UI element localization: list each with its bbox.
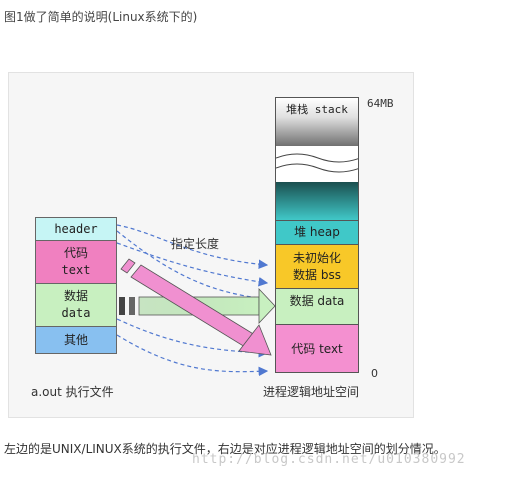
dashed-arrow-other [116,334,269,377]
dashed-arrow-header-2 [116,230,269,303]
aout-code-label: 代码 [63,246,88,260]
watermark: http://blog.csdn.net/u010380992 [192,452,466,467]
stack-gap-wave [276,153,358,173]
aout-data-en-label: data [61,306,91,320]
aout-data-cn-label: 数据 [63,289,88,303]
aout-header-label: header [54,221,98,236]
aout-other-block: 其他 [35,326,117,354]
text-label: 代码 text [291,342,343,356]
data-label: 数据 data [289,294,345,308]
bss-label-2: 数据 bss [293,267,341,282]
text-block: 代码 text [276,324,358,372]
caption-bottom: 左边的是UNIX/LINUX系统的执行文件，右边是对应进程逻辑地址空间的划分情况… [4,442,446,456]
top-address-label: 64MB [367,97,394,110]
aout-data-block: 数据 data [35,283,117,327]
aout-code-block: 代码 text [35,240,117,284]
dashed-arrow-header [116,224,269,270]
stack-label: 堆栈 stack [286,102,348,116]
bss-block: 未初始化 数据 bss [276,244,358,288]
mapping-arrows [116,224,276,377]
heap-label: 堆 heap [294,225,340,239]
heap-block: 堆 heap [276,220,358,244]
aout-caption: a.out 执行文件 [31,385,114,399]
bottom-address-label: 0 [371,367,378,380]
caption-top: 图1做了简单的说明(Linux系统下的) [4,10,198,24]
stack-region [276,98,358,146]
memory-layout-figure: header 代码 text 数据 data 其他 a.out 执行文件 指定长… [8,72,414,418]
code-arrow [120,258,272,356]
dashed-arrow-code [116,242,269,287]
memory-caption: 进程逻辑地址空间 [263,385,360,399]
heap-gradient [276,182,358,220]
data-block: 数据 data [276,288,358,324]
bss-label-1: 未初始化 [292,250,341,265]
aout-text-label: text [61,263,91,277]
memory-column: 堆栈 stack 堆 heap 未初始化 数据 bss 数据 data 代码 t… [275,97,359,373]
aout-header-block: header [35,217,117,241]
aout-other-label: 其他 [63,332,88,347]
arrow-length-label: 指定长度 [171,237,220,251]
